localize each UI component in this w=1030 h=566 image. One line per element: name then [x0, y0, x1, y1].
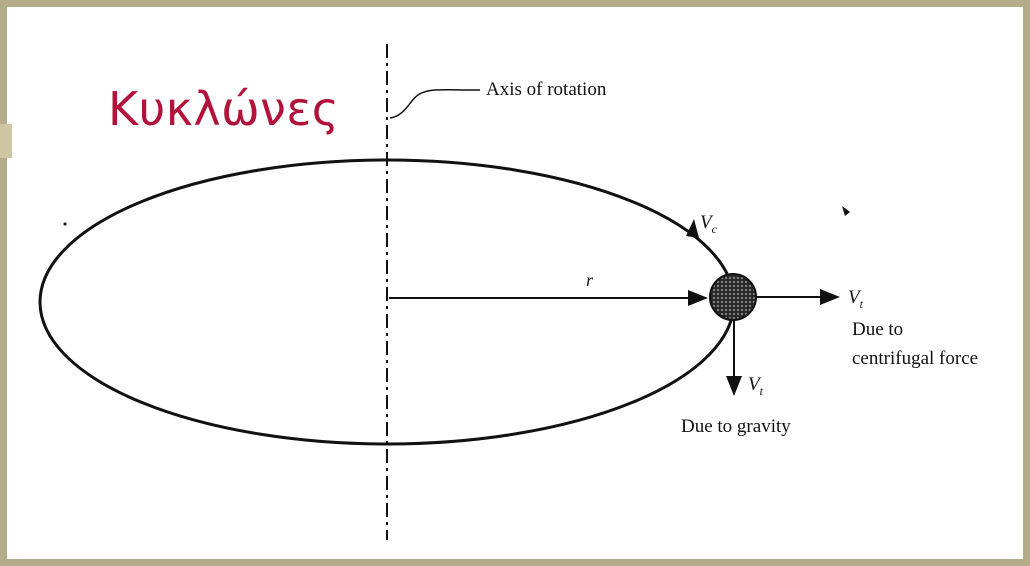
stray-dot — [63, 222, 67, 226]
radius-label: r — [586, 270, 594, 290]
vc-label: Vc — [700, 212, 718, 236]
vt-down-subscript: t — [760, 384, 764, 398]
axis-of-rotation-label: Axis of rotation — [486, 79, 607, 100]
vc-subscript: c — [712, 222, 718, 236]
dust-particle — [709, 273, 757, 321]
vt-right-subscript: t — [860, 297, 864, 311]
axis-label-leader — [389, 88, 481, 119]
vc-letter: V — [700, 212, 714, 233]
vt-right-letter: V — [848, 287, 862, 308]
vt-down-label: Vt — [748, 374, 764, 398]
centrifugal-label-line2: centrifugal force — [852, 348, 978, 369]
slide-title: Κυκλώνες — [108, 82, 340, 136]
stray-mark — [842, 206, 850, 216]
centrifugal-label-line1: Due to — [852, 319, 903, 340]
vc-arrowhead — [686, 219, 699, 238]
vt-down-letter: V — [748, 374, 762, 395]
vt-right-label: Vt — [848, 287, 864, 311]
slide-tab-accent — [0, 124, 12, 158]
gravity-label: Due to gravity — [681, 416, 791, 437]
